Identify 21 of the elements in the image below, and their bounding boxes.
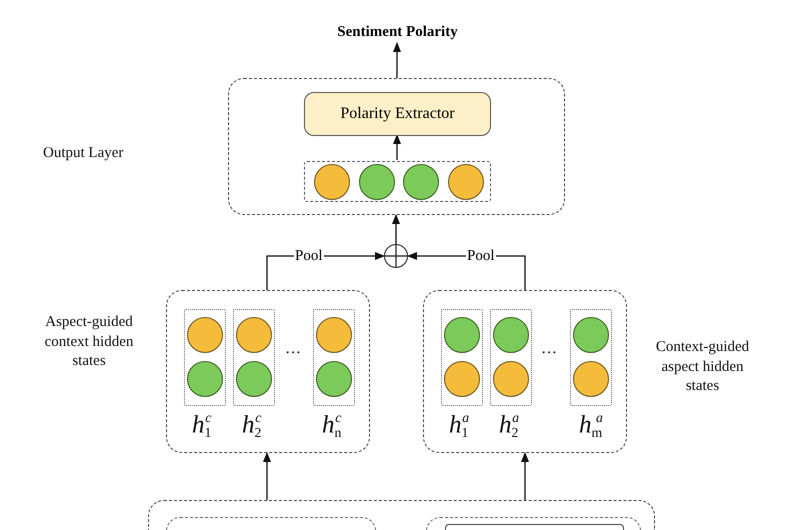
layer-caption: Output Layer: [43, 145, 124, 162]
arrow: [392, 214, 400, 244]
arrow: [521, 452, 529, 500]
layer-box: [228, 78, 565, 215]
process-box: Polarity Extractor: [304, 92, 491, 136]
layer-caption: Context-guided aspect hidden states: [654, 338, 750, 396]
module-box: [445, 524, 624, 530]
vector-box: [304, 161, 491, 202]
layer-box: [148, 500, 655, 530]
module-box: [426, 517, 641, 530]
arrow: [393, 134, 401, 160]
ellipsis-text: …: [285, 340, 301, 358]
arrow: [393, 42, 401, 78]
module-box: [166, 517, 376, 530]
arrow: [263, 452, 271, 500]
hidden-states-box: [423, 290, 627, 453]
ellipsis-text: …: [541, 340, 557, 358]
output-label: Sentiment Polarity: [315, 22, 480, 43]
layer-caption: Aspect-guided context hidden states: [44, 313, 134, 371]
sum-circle: [384, 244, 408, 268]
hidden-states-box: [166, 290, 370, 453]
